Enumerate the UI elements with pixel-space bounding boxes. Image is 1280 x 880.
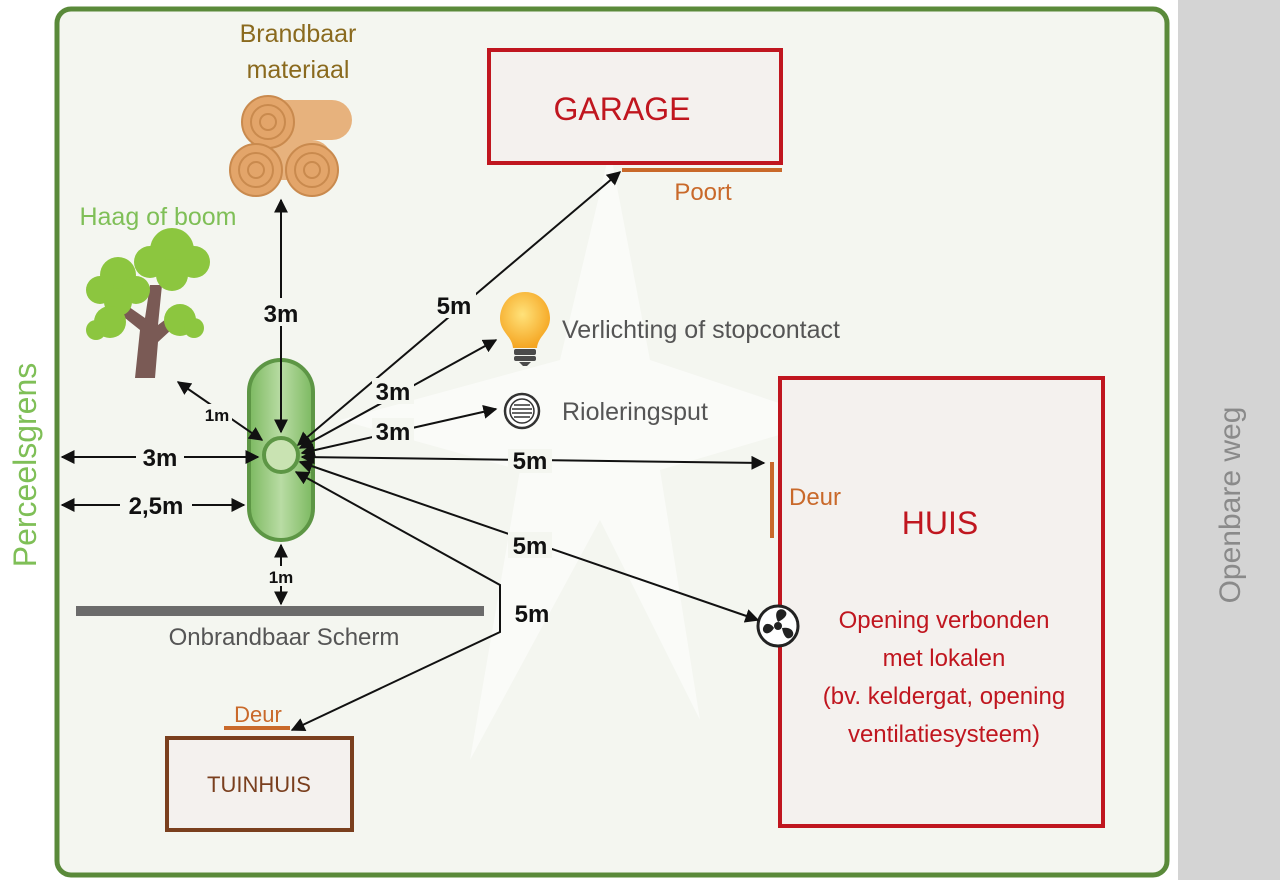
opening-label-line4: ventilatiesysteem) [848, 721, 1040, 748]
garden-shed-label: TUINHUIS [207, 772, 311, 797]
arrow-garden-shed [290, 471, 501, 731]
tank-fill-point [262, 436, 300, 474]
opening-label-line3: (bv. keldergat, opening [823, 683, 1065, 710]
fire-screen-label: Onbrandbaar Scherm [169, 624, 400, 651]
distance-house-door: 5m [513, 448, 548, 475]
opening-label-line1: Opening verbonden [839, 607, 1050, 634]
ventilation-fan-icon [756, 604, 800, 648]
distance-screen: 1m [269, 568, 294, 587]
distance-plot-border: 3m [143, 445, 178, 472]
distance-garden-shed: 5m [515, 601, 550, 628]
distance-ventilation: 5m [513, 533, 548, 560]
public-road-strip [1178, 0, 1280, 880]
distance-lighting: 3m [376, 379, 411, 406]
house-building [778, 376, 1105, 828]
opening-label-line2: met lokalen [883, 645, 1006, 672]
house-door-label: Deur [789, 484, 841, 511]
fire-screen [76, 606, 484, 616]
garage-label: GARAGE [554, 91, 691, 127]
public-road-label: Openbare weg [1214, 407, 1247, 604]
distance-firewood: 3m [264, 301, 299, 328]
house-label: HUIS [902, 505, 978, 541]
tree-icon [86, 228, 210, 378]
sewer-label: Rioleringsput [562, 398, 708, 426]
distance-labels: 3m 5m 3m 3m 1m 3m 2,5m 5m 5m 1m 5m [120, 292, 552, 628]
distance-sewer: 3m [376, 419, 411, 446]
plot-border-label: Perceelsgrens [7, 363, 43, 568]
lighting-label: Verlichting of stopcontact [562, 316, 840, 344]
combustible-label-line2: materiaal [247, 56, 350, 84]
garage-building [487, 48, 783, 165]
garden-shed [165, 736, 354, 832]
distance-plot-border-tank: 2,5m [129, 493, 184, 520]
tree-label: Haag of boom [79, 203, 236, 231]
combustible-label-line1: Brandbaar [240, 20, 357, 48]
sewer-manhole-icon [503, 392, 541, 430]
garden-shed-door-label: Deur [234, 702, 282, 727]
garage-gate-label: Poort [674, 179, 732, 206]
distance-garage: 5m [437, 293, 472, 320]
distance-tree: 1m [205, 406, 230, 425]
